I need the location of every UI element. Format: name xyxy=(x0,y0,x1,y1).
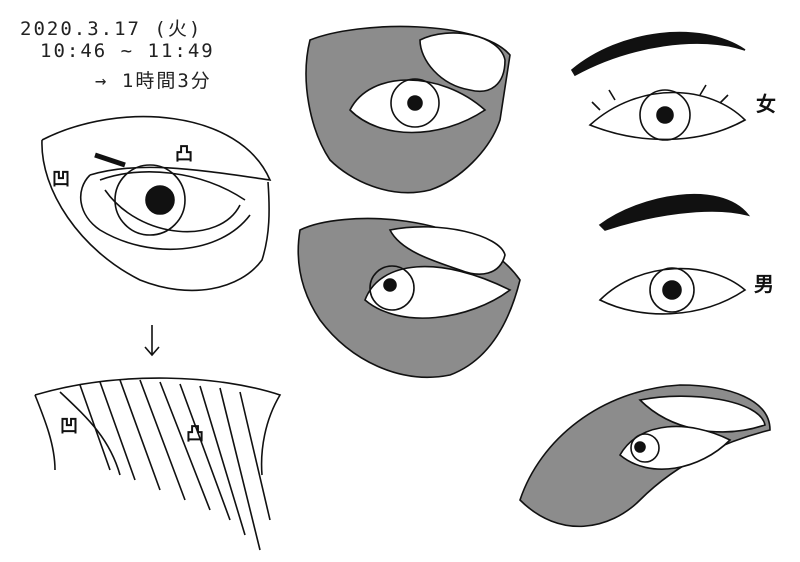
arrow-down-icon xyxy=(144,325,160,357)
eye-diagram-top-left xyxy=(41,115,272,292)
concave-label-bottom: 凹 xyxy=(60,416,78,437)
male-eye xyxy=(598,193,751,315)
shaded-eye-side xyxy=(519,384,771,528)
female-label: 女 xyxy=(756,92,776,116)
concave-label-top: 凹 xyxy=(52,169,70,190)
female-eye xyxy=(570,31,747,141)
time-range-note: 10:46 ~ 11:49 xyxy=(40,40,215,62)
convex-label-top: 凸 xyxy=(175,144,193,165)
convex-label-bottom: 凸 xyxy=(186,424,204,445)
shaded-eye-top xyxy=(305,25,511,194)
date-note: 2020.3.17 (火) xyxy=(20,18,203,40)
shaded-eye-middle xyxy=(297,217,521,379)
brow-structure-diagram xyxy=(34,377,282,551)
duration-note: → 1時間3分 xyxy=(95,70,212,92)
male-label: 男 xyxy=(754,272,774,296)
